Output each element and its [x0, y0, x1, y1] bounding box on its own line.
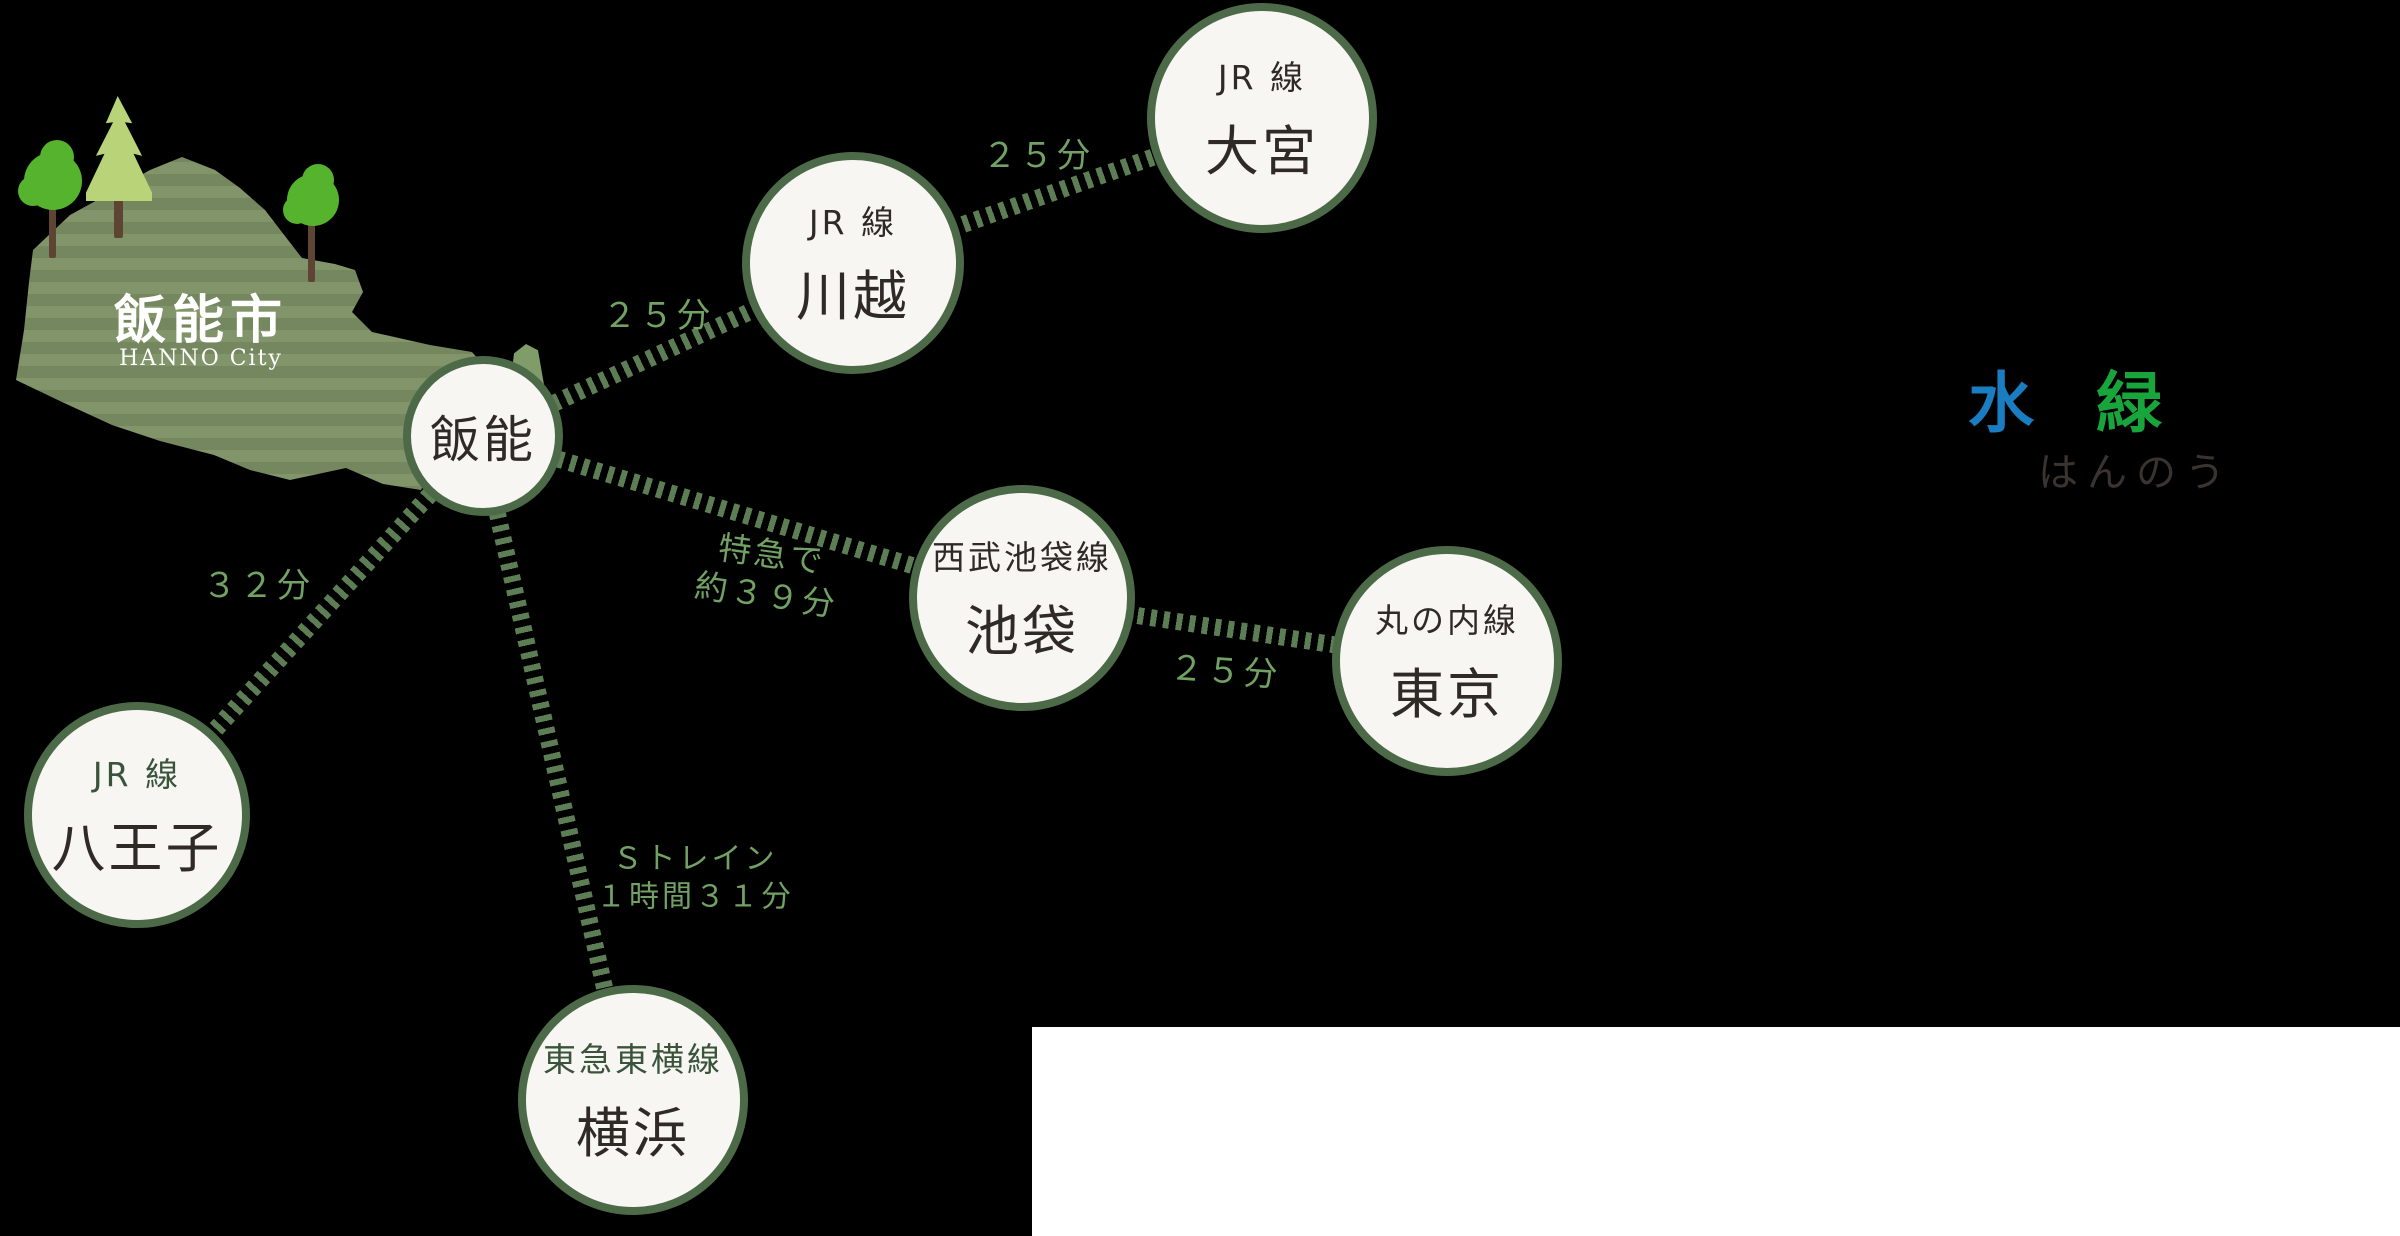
region-name-label: 飯能市 [113, 291, 288, 351]
station-name-label: 飯能 [430, 411, 536, 469]
tree-trunk [49, 196, 56, 258]
slogan-water-text: 水 [1968, 365, 2034, 442]
tree-canopy [18, 176, 48, 206]
station-node-omiya: JR 線 大宮 [1147, 3, 1377, 233]
station-node-ikebukuro: 西武池袋線 池袋 [909, 485, 1135, 711]
station-name-label: 大宮 [1205, 119, 1319, 183]
station-node-hachioji: JR 線 八王子 [24, 702, 250, 928]
station-node-hanno: 飯能 [403, 356, 563, 516]
station-name-label: 八王子 [51, 816, 223, 880]
station-name-label: 東京 [1390, 662, 1504, 726]
rail-line-name-label: 西武池袋線 [932, 537, 1112, 577]
station-name-label: 池袋 [965, 599, 1079, 663]
region-name-en-label: HANNO City [119, 346, 283, 371]
white-corner-panel [1032, 1027, 2400, 1236]
station-node-yokohama: 東急東横線 横浜 [518, 985, 748, 1215]
travel-time-ikebukuro-tokyo: ２５分 [1168, 647, 1282, 696]
station-name-label: 横浜 [576, 1101, 690, 1165]
travel-time-hanno-hachioji: ３２分 [202, 565, 314, 606]
station-node-tokyo: 丸の内線 東京 [1332, 546, 1562, 776]
travel-time-hanno-kawagoe: ２５分 [602, 295, 714, 336]
travel-time-hanno-yokohama: Ｓトレイン １時間３１分 [596, 841, 794, 916]
rail-line-name-label: JR 線 [808, 202, 898, 242]
slogan-green-text: 緑 [2096, 365, 2162, 442]
tree-canopy [283, 196, 311, 224]
rail-line-name-label: JR 線 [1217, 57, 1307, 97]
tree-canopy [302, 164, 334, 196]
tree-trunk [308, 218, 315, 282]
tree-canopy [40, 140, 74, 174]
rail-line-name-label: 東急東横線 [543, 1039, 723, 1079]
station-name-label: 川越 [796, 264, 910, 328]
travel-time-label: １時間３１分 [596, 879, 794, 914]
slogan-reading-text: はんのう [2038, 450, 2234, 496]
travel-time-kawagoe-omiya: ２５分 [982, 135, 1094, 176]
travel-mode-label: Ｓトレイン [612, 841, 778, 877]
rail-line-name-label: 丸の内線 [1375, 600, 1519, 640]
rail-line-name-label: JR 線 [92, 754, 182, 794]
pine-canopy [86, 96, 152, 201]
station-node-kawagoe: JR 線 川越 [742, 152, 964, 374]
